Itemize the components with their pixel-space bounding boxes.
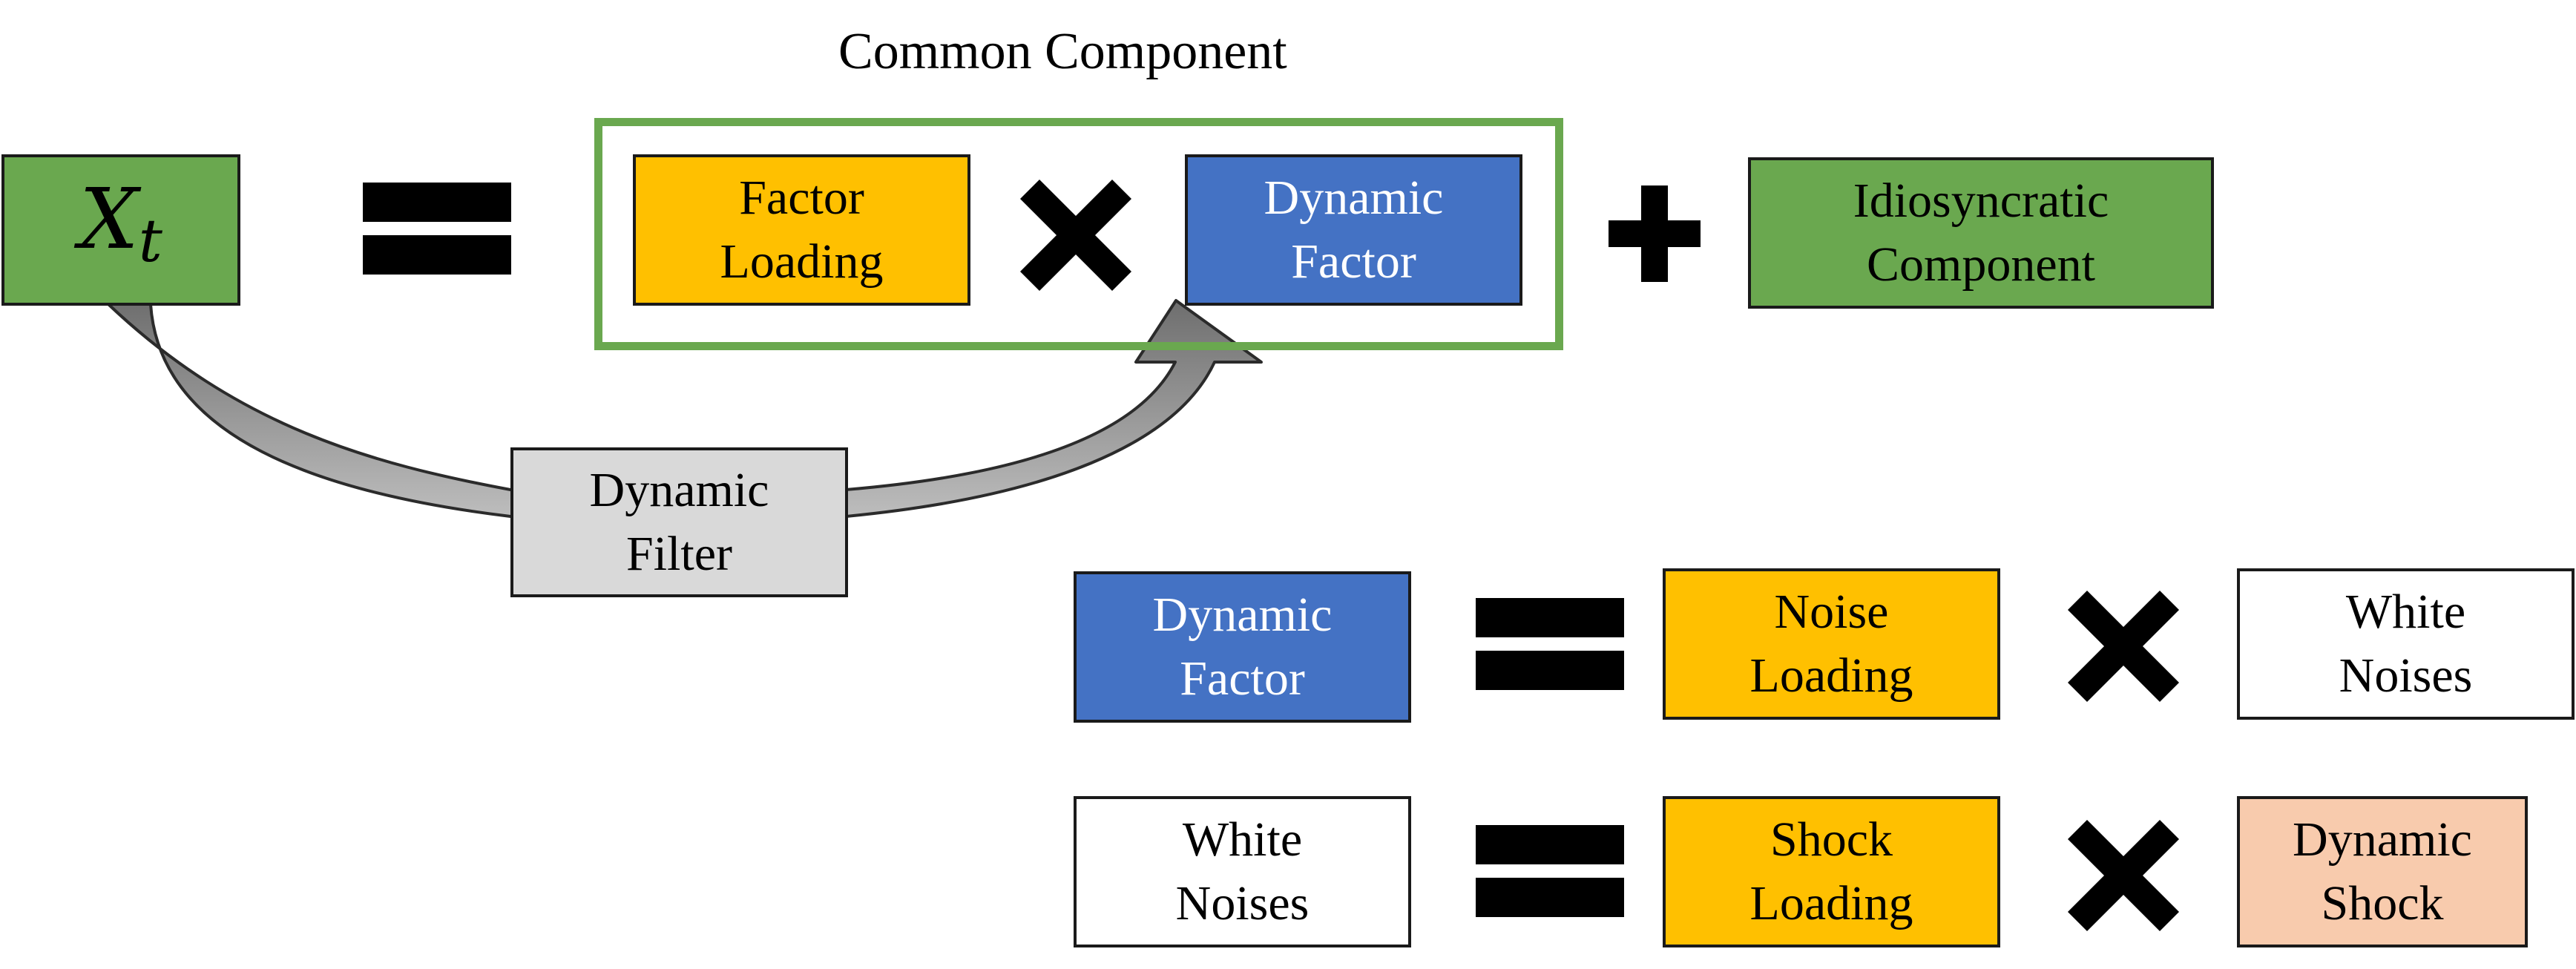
equals-icon (363, 183, 511, 275)
dynamic-filter-box: Dynamic Filter (510, 447, 848, 597)
equals-icon (1476, 825, 1624, 917)
multiply-icon (2068, 591, 2179, 702)
dynamic-factor-box: Dynamic Factor (1185, 154, 1522, 306)
factor-loading-box: Factor Loading (633, 154, 970, 306)
plus-icon (1609, 185, 1701, 282)
eq3-white-noises-box: White Noises (1074, 796, 1411, 947)
curved-arrow-body (107, 299, 1263, 518)
multiply-icon (1020, 180, 1131, 291)
common-component-label: Common Component (838, 23, 1287, 80)
idiosyncratic-component-box: Idiosyncratic Component (1748, 157, 2214, 309)
x-t-symbol: Xt (79, 171, 162, 275)
shock-loading-box: Shock Loading (1663, 796, 2000, 947)
x-t-box: Xt (1, 154, 240, 306)
common-component-frame (594, 118, 1563, 350)
noise-loading-box: Noise Loading (1663, 568, 2000, 720)
eq2-dynamic-factor-box: Dynamic Factor (1074, 571, 1411, 723)
equals-icon (1476, 598, 1624, 690)
dynamic-shock-box: Dynamic Shock (2237, 796, 2528, 947)
multiply-icon (2068, 820, 2179, 931)
white-noises-box: White Noises (2237, 568, 2575, 720)
